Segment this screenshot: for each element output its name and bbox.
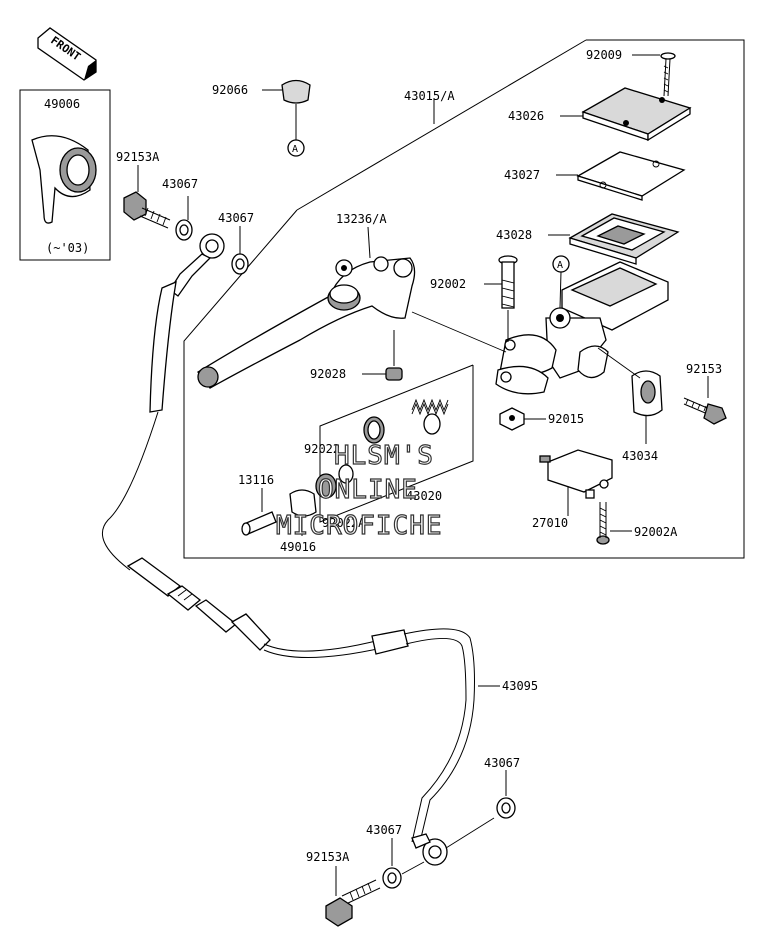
screw-92009: [660, 52, 676, 97]
callout-a-body: A: [557, 260, 563, 271]
assembly-outline: [183, 39, 745, 559]
label-92028: 92028: [310, 367, 346, 381]
label-92002A: 92002A: [634, 525, 678, 539]
label-43067-b: 43067: [218, 211, 254, 225]
label-92153A-bottom: 92153A: [306, 850, 350, 864]
label-92066: 92066: [212, 83, 248, 97]
grip-cover-box: [19, 89, 111, 261]
label-49016: 49016: [280, 540, 316, 554]
label-43020: 43020: [406, 489, 442, 503]
label-92153A-top: 92153A: [116, 150, 160, 164]
bolt-92002: [498, 255, 518, 309]
spring-piston-set: [315, 398, 449, 499]
master-cylinder-body: [495, 261, 669, 395]
note-up-to-03: (~'03): [46, 241, 89, 255]
banjo-fitting-top: [169, 233, 225, 297]
bolt-92153: [683, 397, 727, 425]
push-rod-13116: [241, 489, 317, 536]
watermark-line-2: ONLINE: [318, 475, 418, 505]
grip-cover-part: [31, 135, 97, 224]
label-43015A: 43015/A: [404, 89, 455, 103]
watermark-line-3: MICROFICHE: [276, 511, 443, 541]
label-43028: 43028: [496, 228, 532, 242]
label-92022A: 92022A: [322, 516, 366, 530]
reservoir-cap-43026: [581, 87, 692, 142]
banjo-fitting-bottom: [411, 833, 448, 866]
cap-92066: [281, 79, 311, 104]
label-92009: 92009: [586, 48, 622, 62]
callout-a-cap: A: [292, 144, 298, 155]
screw-92002A: [596, 502, 610, 545]
front-arrow-icon: FRONT: [37, 27, 97, 81]
label-13116: 13116: [238, 473, 274, 487]
banjo-bolt-92153A-top: [123, 191, 171, 229]
label-43026: 43026: [508, 109, 544, 123]
label-43027: 43027: [504, 168, 540, 182]
hose-43095: [101, 280, 475, 843]
diaphragm-43028: [568, 213, 680, 265]
nut-92015: [499, 407, 525, 431]
label-49006: 49006: [44, 97, 80, 111]
label-92153: 92153: [686, 362, 722, 376]
switch-27010: [539, 449, 613, 499]
label-92022: 92022: [304, 442, 340, 456]
callout-a-marker-cap: [287, 139, 305, 157]
label-13236A: 13236/A: [336, 212, 387, 226]
label-27010: 27010: [532, 516, 568, 530]
clutch-lever-13236: [197, 256, 416, 389]
label-43095: 43095: [502, 679, 538, 693]
label-92002: 92002: [430, 277, 466, 291]
label-92015: 92015: [548, 412, 584, 426]
clamp-43034: [631, 370, 663, 417]
label-43034: 43034: [622, 449, 658, 463]
label-43067-d: 43067: [366, 823, 402, 837]
piston-set-outline: [319, 364, 474, 523]
bushing-92028: [385, 367, 403, 381]
plate-43027: [576, 151, 686, 201]
label-43067-c: 43067: [484, 756, 520, 770]
label-43067-a: 43067: [162, 177, 198, 191]
banjo-bolt-92153A-bottom: [325, 879, 381, 927]
watermark-line-1: HLSM'S: [334, 441, 434, 471]
